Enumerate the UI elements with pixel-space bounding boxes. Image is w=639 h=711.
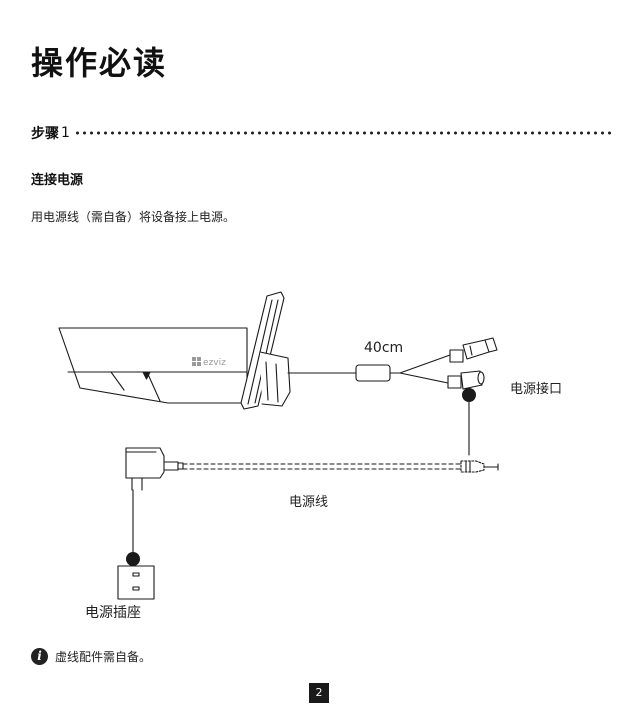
power-adapter [125,447,184,491]
cable-junction [355,364,391,382]
power-cable-label: 电源线 [289,495,329,510]
instruction-text: 用电源线（需自备）将设备接上电源。 [31,210,236,224]
step-header: 步骤 1 [31,123,611,143]
power-port-connector [447,370,485,390]
step-label: 步骤 [31,126,59,142]
power-socket-label: 电源插座 [85,605,141,621]
dashed-power-cable [182,463,462,470]
cable-length-label: 40cm [364,340,404,356]
page-title: 操作必读 [31,44,168,82]
info-icon: i [31,648,48,665]
step-number: 1 [61,125,70,141]
brand-logo: ezviz [192,357,226,368]
wall-socket-icon [117,565,155,600]
power-port-marker [462,388,476,402]
network-connector [449,337,498,363]
page-number: 2 [309,683,329,703]
cable-plug [460,460,499,473]
dotted-leader [73,131,611,135]
note-text: 虚线配件需自备。 [55,650,152,664]
note: i 虚线配件需自备。 [31,648,151,665]
camera-illustration [58,291,291,410]
section-heading: 连接电源 [31,173,84,188]
power-port-label: 电源接口 [510,382,563,397]
socket-marker [126,552,140,566]
brand-logo-text: ezviz [203,358,226,368]
connection-diagram: ezviz [58,291,499,600]
